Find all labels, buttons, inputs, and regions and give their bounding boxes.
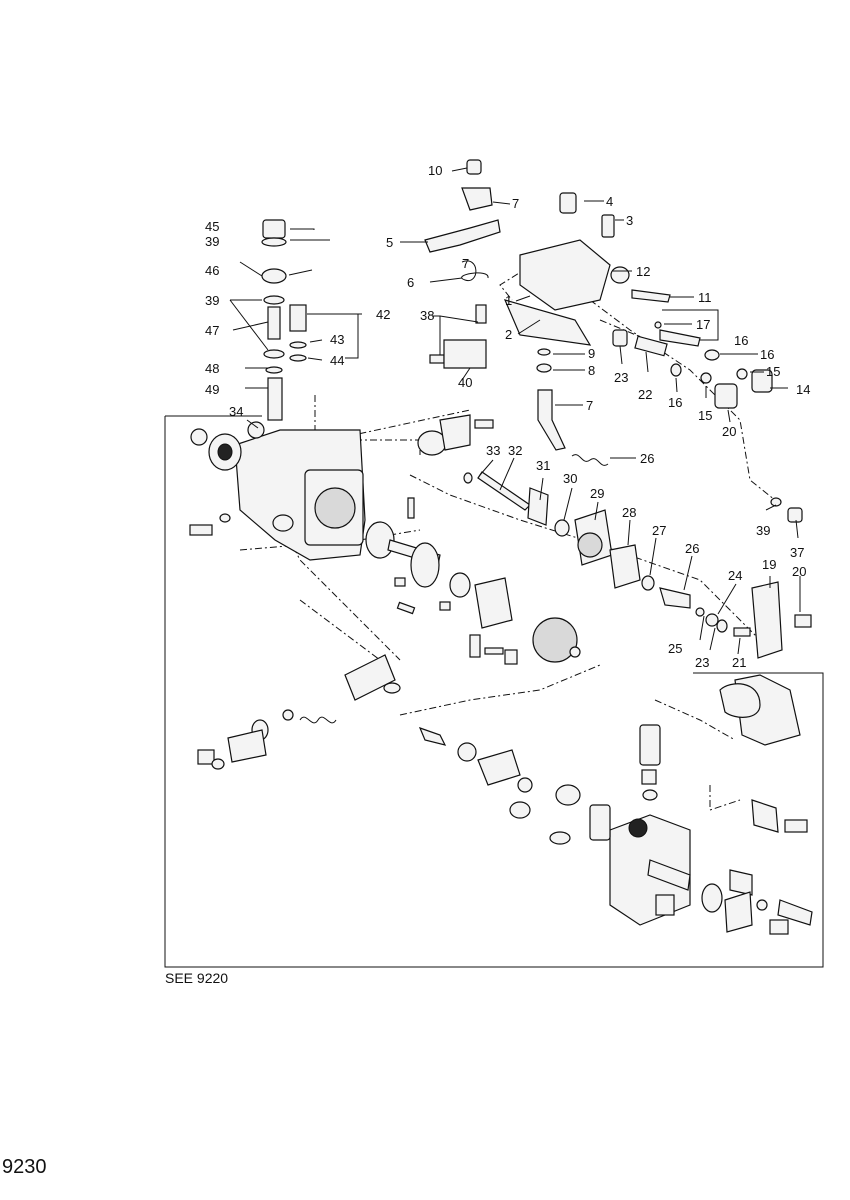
part-label-2: 2	[505, 327, 512, 342]
page-number: 9230	[2, 1156, 47, 1178]
part-labels: 10 7 5 7 6 38 40 4 3 1 2 12 11 17 16 16 …	[205, 163, 810, 670]
part-label-37: 34	[229, 404, 243, 419]
part-label-28: 25	[668, 641, 682, 656]
part-label-20: 22	[638, 387, 652, 402]
governor-cover-parts	[503, 192, 773, 409]
part-label-31: 28	[622, 505, 636, 520]
part-label-25: 21	[732, 655, 746, 670]
part-label-23: 20	[792, 564, 806, 579]
part-label-16a: 16	[760, 347, 774, 362]
part-label-41: 38	[420, 308, 434, 323]
see-reference-note: SEE 9220	[165, 970, 229, 986]
part-label-35: 32	[508, 443, 522, 458]
part-label-46: 46	[205, 263, 219, 278]
part-label-5: 5	[386, 235, 393, 250]
part-label-34: 31	[536, 458, 550, 473]
part-label-30: 27	[652, 523, 666, 538]
part-label-14: 14	[796, 382, 810, 397]
part-label-26: 23	[695, 655, 709, 670]
assembly-frame	[164, 415, 824, 968]
part-label-49: 49	[205, 382, 219, 397]
part-label-8: 7	[586, 398, 593, 413]
rotor-and-cam-parts	[365, 497, 581, 665]
drive-shaft-parts	[463, 454, 812, 659]
part-label-39c: 39	[756, 523, 770, 538]
part-label-12: 11	[698, 290, 712, 305]
part-label-40: 40	[458, 375, 472, 390]
distributor-head-parts	[418, 674, 813, 935]
part-label-3: 3	[626, 213, 633, 228]
part-label-13: 12	[636, 264, 650, 279]
part-label-11: 10	[428, 163, 442, 178]
part-label-39b: 39	[205, 293, 219, 308]
part-label-4: 4	[606, 194, 613, 209]
part-label-17: 16	[734, 333, 748, 348]
part-label-7b: 7	[462, 256, 469, 271]
part-label-6: 6	[407, 275, 414, 290]
part-label-19: 20	[722, 424, 736, 439]
part-label-44: 44	[330, 353, 344, 368]
part-label-38: 37	[790, 545, 804, 560]
part-label-9: 8	[588, 363, 595, 378]
part-label-1: 1	[505, 293, 512, 308]
pump-housing	[189, 414, 494, 561]
part-label-47: 47	[205, 323, 219, 338]
part-label-36: 33	[486, 443, 500, 458]
part-label-32: 29	[590, 486, 604, 501]
injector-column-parts	[239, 219, 307, 421]
part-label-21: 23	[614, 370, 628, 385]
part-label-39a: 39	[205, 234, 219, 249]
part-label-10: 9	[588, 346, 595, 361]
part-label-24: 26	[640, 451, 654, 466]
part-label-18: 17	[696, 317, 710, 332]
part-label-43: 43	[330, 332, 344, 347]
part-label-7a: 7	[512, 196, 519, 211]
part-label-33: 30	[563, 471, 577, 486]
part-label-22: 19	[762, 557, 776, 572]
part-label-16b: 16	[668, 395, 682, 410]
part-label-42: 42	[376, 307, 390, 322]
part-label-45: 45	[205, 219, 219, 234]
plunger-parts	[197, 654, 401, 770]
governor-lever-parts	[424, 159, 566, 451]
part-label-48: 48	[205, 361, 219, 376]
part-label-15a: 15	[766, 364, 780, 379]
part-label-15b: 15	[698, 408, 712, 423]
leader-lines	[229, 167, 801, 655]
part-label-27: 24	[728, 568, 742, 583]
part-label-29: 26	[685, 541, 699, 556]
